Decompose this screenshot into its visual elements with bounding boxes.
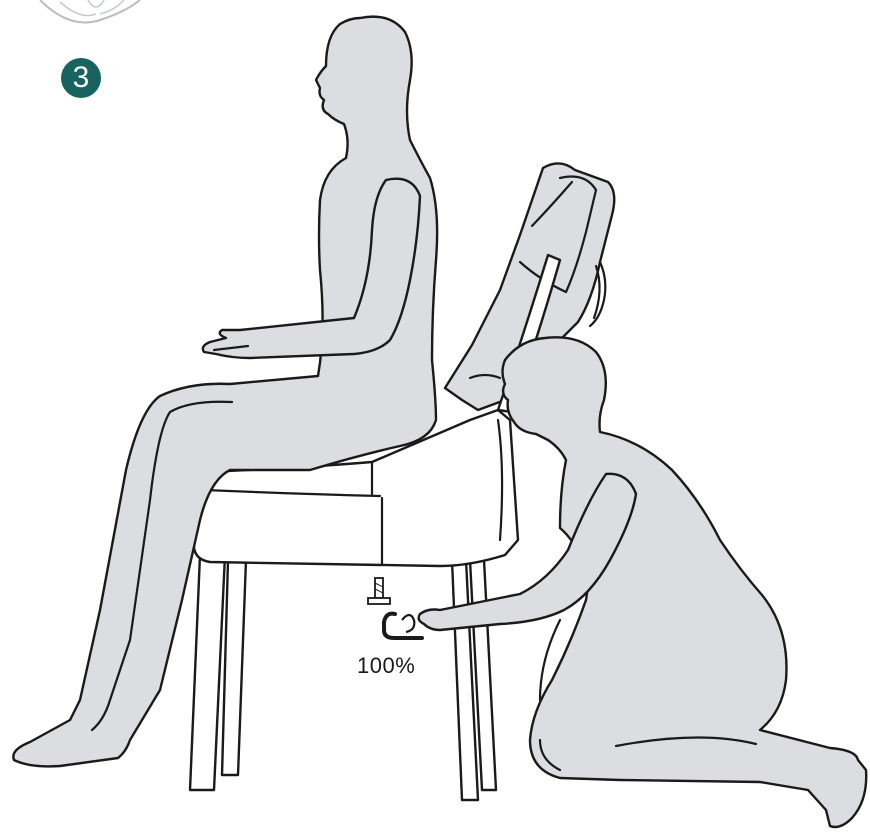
torque-label: 100% — [357, 653, 415, 679]
lotus-logo-icon — [40, 0, 140, 23]
step-number-badge: 3 — [61, 58, 101, 98]
allen-key-icon — [384, 614, 422, 638]
bolt-icon — [368, 578, 390, 604]
